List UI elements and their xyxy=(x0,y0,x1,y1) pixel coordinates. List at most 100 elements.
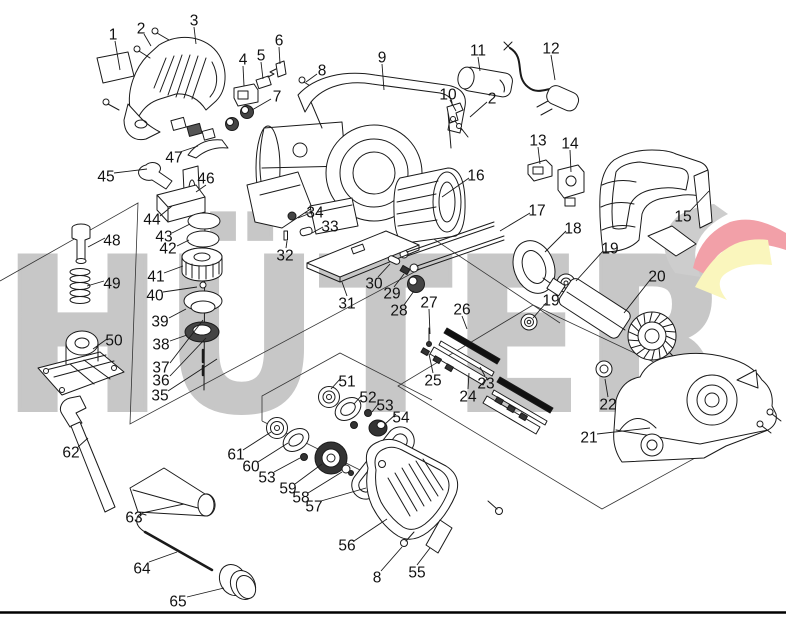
leader-line xyxy=(168,308,187,319)
part-label-12: 12 xyxy=(542,41,559,58)
part-label-25: 25 xyxy=(424,373,441,390)
part-26-blade xyxy=(443,327,501,365)
part-label-54: 54 xyxy=(392,410,410,427)
part-label-56: 56 xyxy=(338,538,355,555)
part-label-26: 26 xyxy=(453,302,470,319)
part-label-17: 17 xyxy=(528,203,545,220)
leader-line xyxy=(141,503,185,514)
part-22-bearing xyxy=(595,360,613,378)
leader-line xyxy=(461,315,468,330)
leader-line xyxy=(330,377,342,390)
part-label-58: 58 xyxy=(292,490,309,507)
leader-line xyxy=(186,587,225,598)
part-label-33: 33 xyxy=(321,219,338,236)
part-53-screw-2 xyxy=(300,453,308,461)
part-65-cap xyxy=(218,563,257,601)
leader-line xyxy=(689,190,710,212)
part-16-stator xyxy=(393,167,466,244)
part-label-6: 6 xyxy=(275,33,284,50)
part-48-knob xyxy=(71,223,91,264)
part-28-knob xyxy=(407,275,425,293)
part-label-20: 20 xyxy=(648,269,666,286)
construction-line xyxy=(0,202,421,425)
leader-lines xyxy=(77,26,710,598)
leader-line xyxy=(428,353,434,374)
part-label-60: 60 xyxy=(242,459,260,476)
leader-line xyxy=(428,308,431,335)
part-51-bearing xyxy=(318,386,340,408)
leader-line xyxy=(143,33,152,47)
part-8-screw-2 xyxy=(400,500,503,547)
leader-line xyxy=(353,518,388,542)
part-59-pulley xyxy=(314,441,348,475)
leader-line xyxy=(371,402,380,413)
leader-line xyxy=(381,63,385,91)
part-47-bracket xyxy=(187,139,229,159)
leader-line xyxy=(148,551,178,563)
leader-line xyxy=(273,457,301,473)
leader-line xyxy=(260,61,264,80)
part-38-gear xyxy=(184,321,220,343)
leader-line xyxy=(285,240,288,249)
leader-line xyxy=(544,230,567,253)
part-label-5: 5 xyxy=(257,48,266,65)
part-label-16: 16 xyxy=(467,168,484,185)
part-label-4: 4 xyxy=(239,52,248,69)
leader-line xyxy=(176,239,190,247)
leader-line xyxy=(550,54,556,81)
logo-red-band xyxy=(693,219,786,277)
leader-line xyxy=(294,463,323,485)
part-label-2: 2 xyxy=(488,91,497,108)
leader-line xyxy=(86,280,105,287)
leader-line xyxy=(193,26,197,45)
part-label-10: 10 xyxy=(439,87,457,104)
leader-line xyxy=(596,427,651,435)
leader-line xyxy=(469,101,488,118)
part-43-ring xyxy=(187,212,221,230)
part-label-24: 24 xyxy=(459,389,477,406)
part-56-belt-cover xyxy=(365,438,459,540)
part-label-41: 41 xyxy=(147,269,164,286)
part-label-39: 39 xyxy=(151,314,168,331)
screws-2 xyxy=(102,27,170,111)
leader-line xyxy=(477,56,481,72)
leader-line xyxy=(242,65,245,87)
part-25-bolts xyxy=(420,347,454,373)
part-11-side-handle xyxy=(457,66,513,98)
leader-line xyxy=(569,149,572,173)
part-label-9: 9 xyxy=(378,50,387,67)
part-7-brush-caps xyxy=(225,105,254,131)
part-33-pin xyxy=(299,226,313,237)
leader-line xyxy=(604,378,609,398)
part-label-44: 44 xyxy=(143,212,161,229)
leader-line xyxy=(532,302,547,319)
leader-line xyxy=(416,547,431,566)
part-1-sticker xyxy=(96,51,135,84)
part-label-42: 42 xyxy=(159,241,176,258)
leader-line xyxy=(467,372,470,390)
part-label-52: 52 xyxy=(359,390,376,407)
leader-line xyxy=(195,184,207,193)
leader-line xyxy=(377,263,391,278)
part-8-screw xyxy=(298,76,316,90)
part-label-63: 63 xyxy=(125,510,142,527)
leader-line xyxy=(159,205,173,217)
part-39-dome xyxy=(183,290,223,314)
part-40-ball xyxy=(199,281,207,289)
part-3-motor-cover xyxy=(123,37,226,141)
part-label-15: 15 xyxy=(674,209,691,226)
part-label-62: 62 xyxy=(62,445,79,462)
leader-line xyxy=(171,223,191,234)
part-label-13: 13 xyxy=(529,133,546,150)
leader-line xyxy=(320,487,367,502)
part-label-22: 22 xyxy=(599,397,616,414)
part-21-planer-body xyxy=(613,352,782,463)
part-label-14: 14 xyxy=(561,136,579,153)
part-18-gasket-ring xyxy=(512,240,556,294)
part-label-65: 65 xyxy=(169,594,186,611)
leader-line xyxy=(169,319,204,364)
part-label-50: 50 xyxy=(105,333,123,350)
part-label-30: 30 xyxy=(365,276,383,293)
part-53-screws xyxy=(350,409,372,429)
